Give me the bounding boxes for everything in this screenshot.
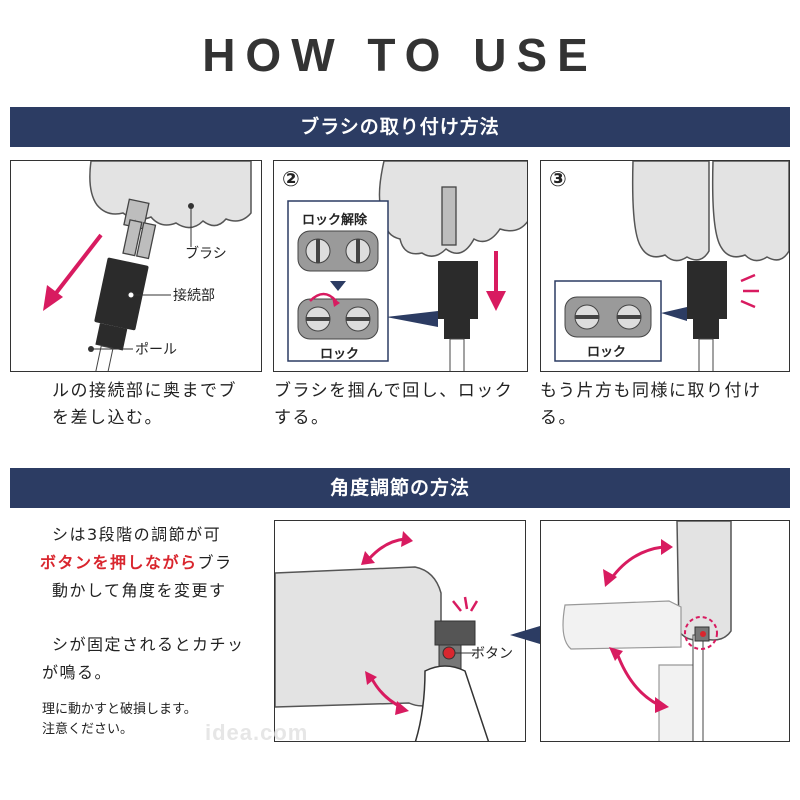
step3-caption: もう片方も同様に取り付け る。 xyxy=(540,378,762,432)
step2-caption: ブラシを掴んで回し、ロック する。 xyxy=(274,378,513,432)
warning-line2: 注意ください。 xyxy=(42,722,134,737)
button-illustration xyxy=(275,531,490,741)
angle-illustration xyxy=(562,521,732,741)
warning-line1: 理に動かすと破損します。 xyxy=(42,702,197,717)
unlock-label: ロック解除 xyxy=(302,213,368,228)
lock-label-step3: ロック xyxy=(587,345,627,360)
button-closeup-panel: ボタン xyxy=(274,520,526,742)
watermark: idea.com xyxy=(205,720,309,745)
angle-note-line1: シは3段階の調節が可 xyxy=(52,525,222,544)
button-press-highlight: ボタンを押しながら xyxy=(40,553,198,572)
label-pole: ポール xyxy=(135,342,177,358)
step3-number: ③ xyxy=(549,167,567,191)
step3-panel: ③ ロック xyxy=(540,160,790,372)
angle-note-line2: ボタンを押しながらブラ xyxy=(40,553,233,572)
section-bar-angle-adjust: 角度調節の方法 xyxy=(10,468,790,508)
step2-panel: ② ロック解除 ロック xyxy=(273,160,528,372)
angle-note-line4: シが固定されるとカチッ xyxy=(52,635,245,654)
pointer-arrow xyxy=(510,626,540,644)
step1-caption-line2: を差し込む。 xyxy=(52,408,163,428)
step1-caption: ルの接続部に奥までブ を差し込む。 xyxy=(52,378,237,432)
section-bar-brush-attach: ブラシの取り付け方法 xyxy=(10,107,790,147)
step1-illustration xyxy=(43,161,252,371)
label-brush: ブラシ xyxy=(185,246,227,262)
angle-note-line3: 動かして角度を変更す xyxy=(52,581,227,600)
step2-number: ② xyxy=(282,167,300,191)
angle-positions-panel xyxy=(540,520,790,742)
step3-caption-line2: る。 xyxy=(540,408,577,428)
step2-illustration xyxy=(287,161,527,371)
step2-caption-line1: ブラシを掴んで回し、ロック xyxy=(274,381,514,401)
step1-caption-line1: ルの接続部に奥までブ xyxy=(52,381,237,401)
step3-illustration xyxy=(554,161,789,371)
button-label: ボタン xyxy=(471,646,513,662)
label-connector: 接続部 xyxy=(173,288,215,304)
lock-label-step2: ロック xyxy=(320,347,360,362)
step3-caption-line1: もう片方も同様に取り付け xyxy=(540,381,762,401)
step1-panel: ブラシ 接続部 ポール xyxy=(10,160,262,372)
angle-note-line5: が鳴る。 xyxy=(42,663,113,682)
page-title: HOW TO USE xyxy=(202,29,598,81)
step2-caption-line2: する。 xyxy=(274,408,330,428)
